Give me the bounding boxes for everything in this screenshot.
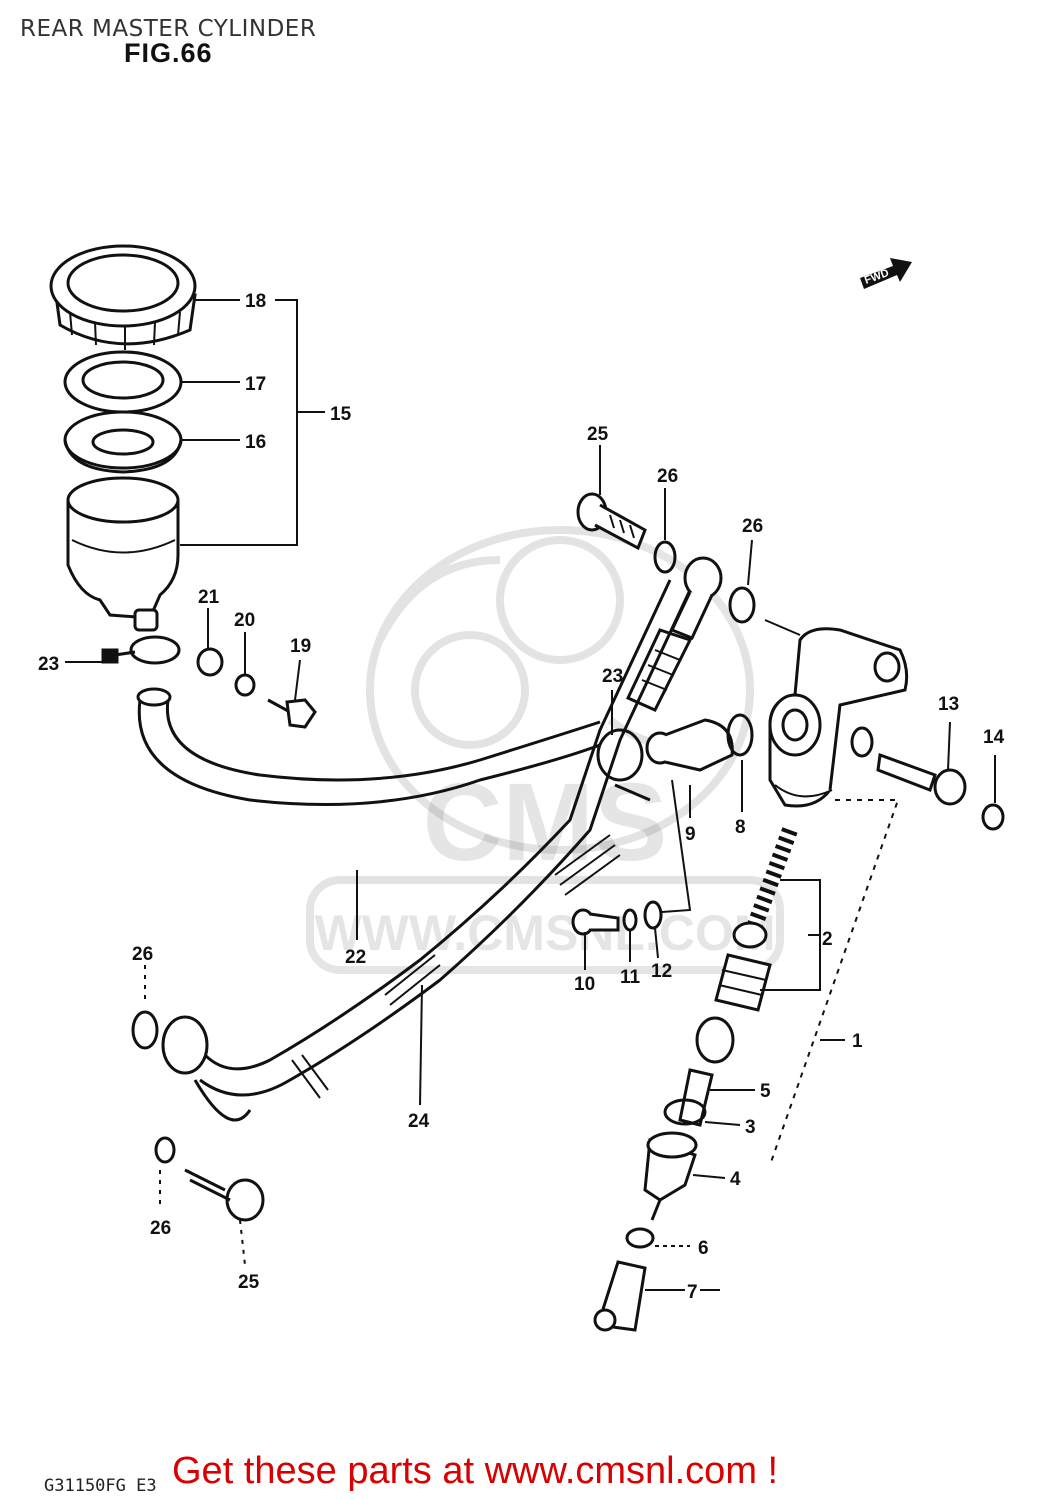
callout-6: 6 bbox=[698, 1238, 709, 1259]
figure-number: FIG.66 bbox=[124, 38, 213, 68]
callout-18: 18 bbox=[245, 291, 266, 312]
watermark-url: WWW.CMSNL.COM bbox=[314, 905, 775, 961]
drawing-code: G31150FG E3 bbox=[44, 1476, 157, 1496]
callout-7: 7 bbox=[687, 1282, 698, 1303]
piston-cup bbox=[695, 1016, 735, 1064]
callout-3: 3 bbox=[745, 1117, 756, 1138]
callout-26-d: 26 bbox=[150, 1218, 171, 1239]
callout-24: 24 bbox=[408, 1111, 430, 1132]
master-cylinder-body bbox=[768, 627, 909, 808]
leader-lines bbox=[65, 299, 996, 1291]
callout-9: 9 bbox=[685, 824, 696, 845]
forward-arrow-icon bbox=[860, 258, 912, 289]
hose-clamp-left bbox=[101, 635, 181, 665]
banjo-bolt-upper bbox=[576, 492, 647, 551]
callout-16: 16 bbox=[245, 432, 266, 453]
callout-14: 14 bbox=[983, 727, 1005, 748]
callout-15: 15 bbox=[330, 404, 352, 425]
callout-2: 2 bbox=[822, 929, 833, 950]
callout-26-c: 26 bbox=[132, 944, 153, 965]
brake-hose bbox=[199, 579, 692, 1099]
callout-5: 5 bbox=[760, 1081, 771, 1102]
callout-25-lower: 25 bbox=[238, 1272, 260, 1293]
washer-26-b bbox=[728, 586, 756, 624]
callout-11: 11 bbox=[620, 967, 641, 988]
callout-26-a: 26 bbox=[657, 466, 678, 487]
banjo-fitting-upper bbox=[669, 556, 723, 640]
washer-12 bbox=[643, 900, 663, 930]
spring-piston-kit bbox=[714, 827, 798, 1012]
callout-20: 20 bbox=[234, 610, 255, 631]
callout-10: 10 bbox=[574, 974, 595, 995]
o-ring-8 bbox=[726, 713, 754, 757]
washer-26-a bbox=[653, 540, 677, 574]
callout-1: 1 bbox=[852, 1031, 863, 1052]
bolt-10 bbox=[571, 908, 620, 936]
lock-nut bbox=[625, 1227, 655, 1249]
watermark-logo: CMS bbox=[423, 761, 667, 884]
banjo-bolt-lower bbox=[154, 1136, 265, 1222]
forward-label: FWD bbox=[863, 267, 891, 287]
parts-link-banner[interactable]: Get these parts at www.cmsnl.com ! bbox=[172, 1450, 779, 1492]
banjo-fitting-lower bbox=[131, 1010, 252, 1122]
callout-25-upper: 25 bbox=[587, 424, 609, 445]
callout-13: 13 bbox=[938, 694, 959, 715]
callout-23-left: 23 bbox=[38, 654, 59, 675]
reservoir-cap bbox=[49, 244, 197, 350]
diaphragm-plate bbox=[63, 350, 183, 414]
callout-12: 12 bbox=[651, 961, 672, 982]
clevis-joint bbox=[593, 1260, 647, 1332]
callout-21: 21 bbox=[198, 587, 220, 608]
hose-crimp-upper bbox=[625, 628, 693, 712]
callout-4: 4 bbox=[730, 1169, 741, 1190]
callout-19: 19 bbox=[290, 636, 311, 657]
callout-26-b: 26 bbox=[742, 516, 763, 537]
push-rod bbox=[678, 1068, 714, 1127]
callout-17: 17 bbox=[245, 374, 266, 395]
callout-8: 8 bbox=[735, 817, 746, 838]
lock-washer-20 bbox=[234, 673, 256, 697]
bolt-19 bbox=[267, 698, 317, 729]
reservoir-hose bbox=[136, 687, 601, 806]
hose-clamp-right bbox=[596, 728, 651, 802]
diaphragm bbox=[63, 410, 183, 474]
dust-boot bbox=[643, 1131, 698, 1221]
inlet-connector bbox=[645, 718, 734, 772]
cap-14 bbox=[981, 803, 1005, 831]
callout-22: 22 bbox=[345, 947, 366, 968]
page-title: REAR MASTER CYLINDER bbox=[20, 16, 317, 42]
bolt-13 bbox=[876, 752, 967, 806]
callout-23-right: 23 bbox=[602, 666, 623, 687]
circlip bbox=[663, 1098, 707, 1126]
washer-21 bbox=[196, 647, 224, 677]
reservoir-body bbox=[66, 476, 180, 632]
